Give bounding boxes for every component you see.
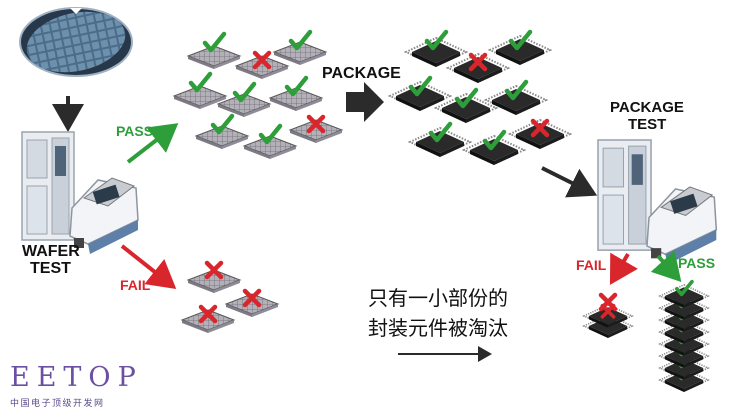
packaged-chip-icon xyxy=(489,32,551,66)
bare-die-icon xyxy=(243,126,297,160)
note-line1: 只有一小部份的 xyxy=(368,286,508,310)
bare-die-icon xyxy=(181,307,235,334)
wafer-pass-label: PASS xyxy=(116,123,154,139)
bare-die-icon xyxy=(217,84,271,118)
wafer-passed-dies xyxy=(173,32,343,160)
package-arrow xyxy=(346,82,384,122)
package-test-label-line1: PACKAGE xyxy=(610,99,684,116)
bare-die-icon xyxy=(289,117,343,144)
packaged-chip-icon xyxy=(447,54,509,84)
packaged-chip-icon xyxy=(409,124,471,158)
package-label: PACKAGE xyxy=(322,65,401,82)
bare-die-icon xyxy=(187,263,241,294)
wafer-icon xyxy=(19,7,133,77)
package-pass-arrow xyxy=(650,250,682,282)
to-package-test-arrow xyxy=(541,166,598,198)
bare-die-icon xyxy=(273,32,327,66)
packaged-chip-icon xyxy=(389,78,451,112)
eetop-logo-subtitle: 中国电子顶级开发网 xyxy=(10,399,105,409)
wafer-fail-label: FAIL xyxy=(120,277,151,293)
package-fail-label: FAIL xyxy=(576,257,607,273)
wafer-test-label-line2: TEST xyxy=(30,260,71,277)
wafer-tester-icon xyxy=(21,131,139,255)
packaged-chip-icon xyxy=(405,32,467,68)
package-tester-icon xyxy=(597,139,718,266)
note-line2: 封装元件被淘汰 xyxy=(368,316,508,340)
bare-die-icon xyxy=(269,78,323,112)
package-fail-arrow xyxy=(609,252,638,285)
passed-chip-stack xyxy=(659,279,709,393)
packaged-chip-icon xyxy=(485,82,547,116)
packaged-chip-icon xyxy=(583,303,633,329)
bare-die-icon xyxy=(195,116,249,150)
packaged-chips xyxy=(389,32,571,166)
bare-die-icon xyxy=(225,291,279,318)
wafer-fail-arrow xyxy=(120,244,177,289)
package-test-label-line2: TEST xyxy=(628,116,667,133)
package-pass-label: PASS xyxy=(678,255,716,271)
x-mark-icon xyxy=(601,295,615,309)
wafer-test-label-line1: WAFER xyxy=(22,243,80,260)
packaged-chip-icon xyxy=(435,90,497,124)
failed-chip-stack xyxy=(583,295,633,339)
bare-die-icon xyxy=(187,34,241,70)
wafer-pass-arrow xyxy=(126,123,179,164)
wafer-failed-dies xyxy=(181,263,279,334)
packaged-chip-icon xyxy=(509,120,571,150)
eetop-logo: EETOP xyxy=(10,362,143,393)
